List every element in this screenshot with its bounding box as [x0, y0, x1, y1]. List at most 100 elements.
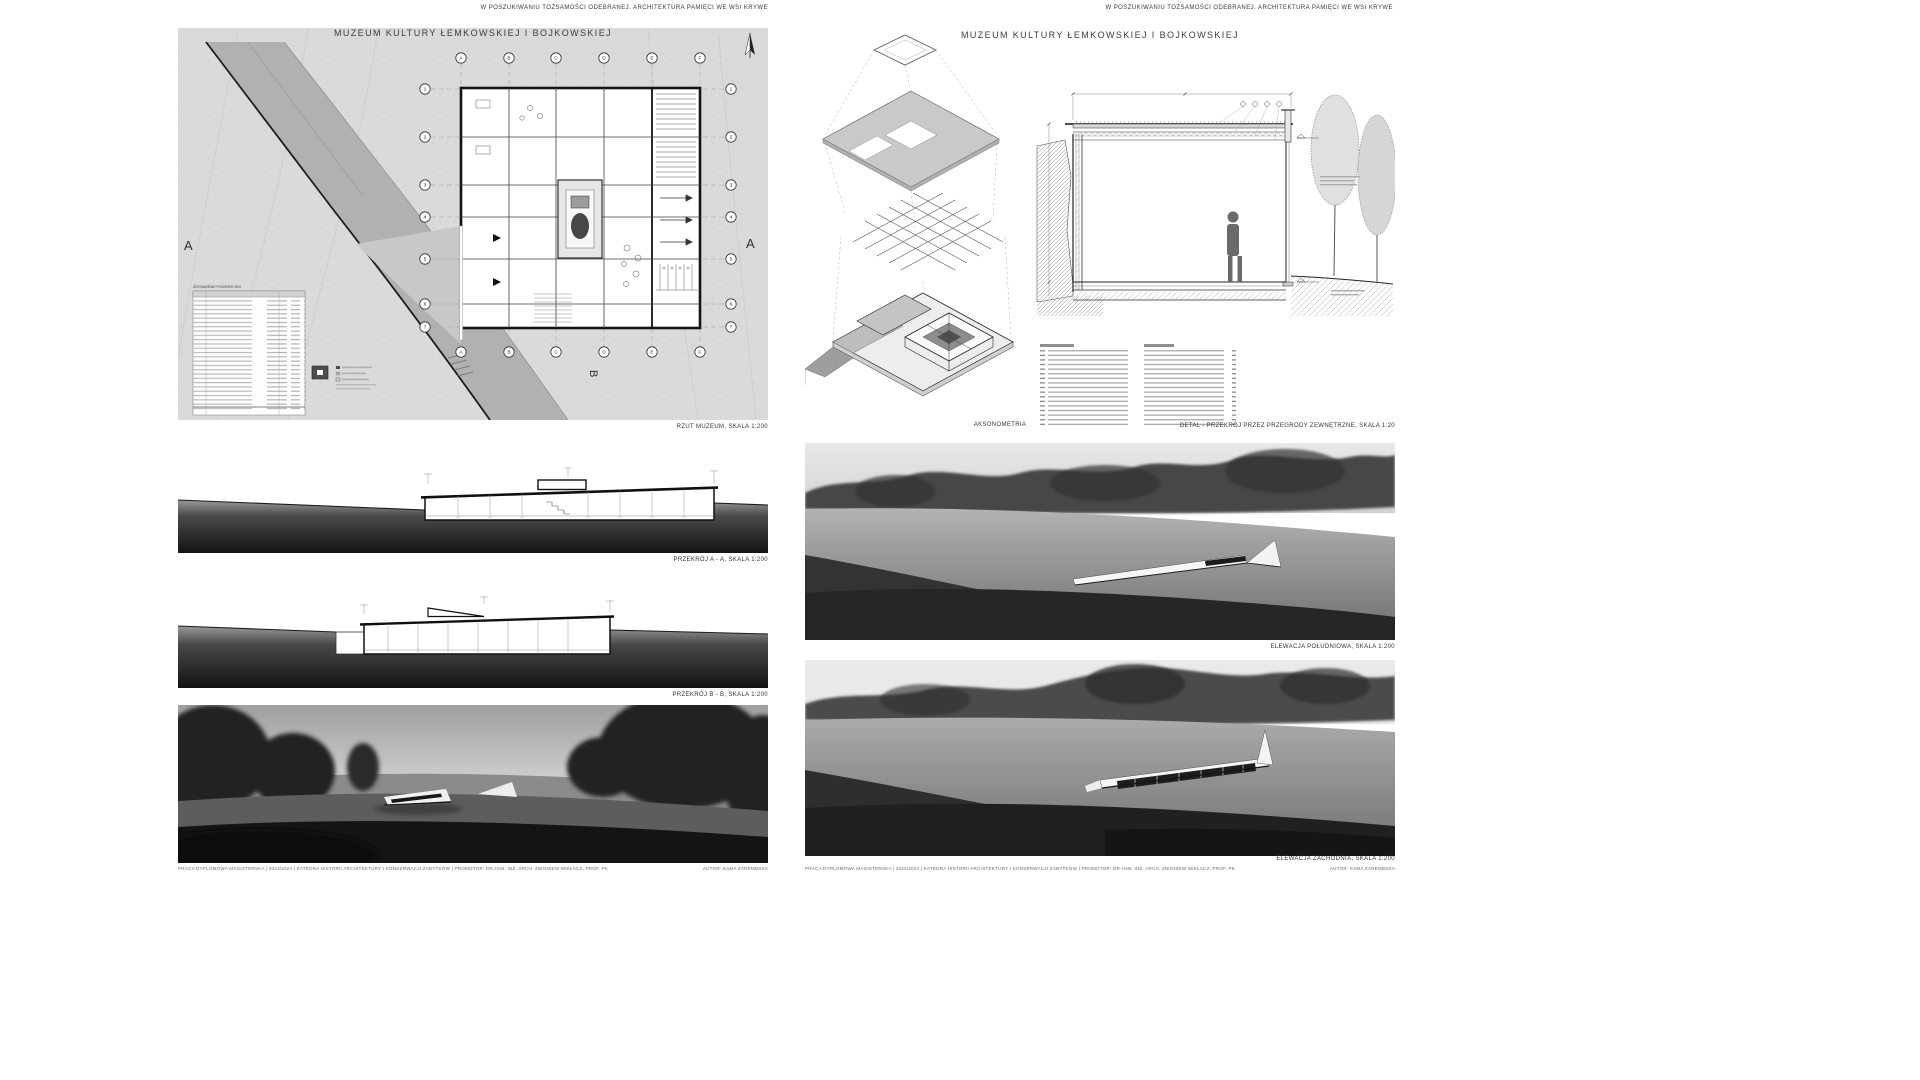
left-board-title: MUZEUM KULTURY ŁEMKOWSKIEJ I BOJKOWSKIEJ — [333, 28, 613, 38]
footer-project-info: PRACA DYPLOMOWA MAGISTERSKA | 2023/2024 … — [805, 866, 1236, 871]
svg-text:F: F — [699, 350, 702, 356]
trees — [1310, 94, 1395, 282]
building-render — [1085, 729, 1274, 792]
elevation-west-render — [805, 660, 1395, 856]
flow-arrows — [660, 194, 693, 246]
svg-text:2: 2 — [424, 135, 427, 141]
svg-text:E: E — [650, 56, 653, 62]
detail-legend — [1040, 344, 1236, 426]
left-board-footer: PRACA DYPLOMOWA MAGISTERSKA | 2023/2024 … — [178, 866, 768, 871]
axo-skylight — [873, 34, 937, 66]
tree-line — [805, 449, 1395, 514]
right-board-title: MUZEUM KULTURY ŁEMKOWSKIEJ I BOJKOWSKIEJ — [960, 30, 1240, 40]
axonometric-diagram — [805, 34, 1014, 397]
entrance-arrow — [493, 278, 501, 286]
svg-text:B: B — [507, 350, 510, 356]
building-floor-plan — [459, 86, 702, 341]
detail-caption: DETAL - PRZEKRÓJ PRZEZ PRZEGRODY ZEWNĘTR… — [1179, 423, 1395, 429]
ground-mass — [178, 500, 768, 553]
auditorium-seating-rows — [656, 93, 696, 178]
axo-roof-plane — [822, 90, 1000, 192]
svg-text:B: B — [507, 56, 510, 62]
section-marker-a-left: A — [184, 238, 193, 253]
projection-lines — [824, 49, 1012, 339]
building-section — [335, 607, 615, 655]
section-aa-caption: PRZEKRÓJ A - A, SKALA 1:200 — [673, 557, 768, 563]
elevation-south-caption: ELEWACJA POŁUDNIOWA, SKALA 1:200 — [1270, 644, 1395, 650]
entrance-arrow — [493, 234, 501, 242]
building-section — [420, 479, 719, 521]
plan-legend — [311, 365, 376, 390]
svg-text:3: 3 — [730, 183, 733, 189]
detail-section-drawing — [1036, 92, 1395, 316]
exterior-ground — [1290, 275, 1394, 316]
wall-assembly — [1072, 134, 1083, 292]
right-board-header: W POSZUKIWANIU TOŻSAMOŚCI ODEBRANEJ. ARC… — [1105, 5, 1393, 11]
furniture-marks — [475, 99, 642, 287]
dimension-ticks — [424, 467, 718, 484]
foreground — [805, 588, 1395, 640]
tree-line — [805, 664, 1395, 725]
right-board-footer: PRACA DYPLOMOWA MAGISTERSKA | 2023/2024 … — [805, 866, 1395, 871]
building-render — [374, 782, 517, 815]
section-bb-drawing — [178, 596, 768, 688]
north-arrow-icon — [744, 32, 755, 58]
elevation-west-caption: ELEWACJA ZACHODNIA, SKALA 1:200 — [1276, 856, 1395, 862]
svg-text:7: 7 — [424, 325, 427, 331]
svg-text:E: E — [650, 350, 653, 356]
axonometry-caption: AKSONOMETRIA — [973, 422, 1027, 428]
dimension-ticks — [360, 596, 614, 614]
plan-caption: RZUT MUZEUM, SKALA 1:200 — [676, 424, 768, 430]
svg-text:D: D — [602, 56, 606, 62]
svg-text:5: 5 — [730, 257, 733, 263]
svg-text:4: 4 — [730, 215, 733, 221]
axo-cutaway — [805, 292, 1014, 397]
level-markers — [1296, 133, 1319, 283]
svg-text:7: 7 — [730, 325, 733, 331]
svg-text:ZESTAWIENIE POWIERZCHNI: ZESTAWIENIE POWIERZCHNI — [193, 285, 241, 289]
central-exhibit-court — [557, 179, 603, 259]
stair-run — [534, 293, 572, 323]
callout-bubbles — [1214, 101, 1282, 141]
svg-text:C: C — [554, 56, 558, 62]
svg-text:D: D — [602, 350, 606, 356]
section-aa-drawing — [178, 467, 768, 553]
ground-hatch-bottom — [1037, 296, 1103, 316]
svg-text:3: 3 — [424, 183, 427, 189]
site-plan-drawing: A B C D E F A B C D E F 1 2 3 4 5 6 7 1 … — [178, 28, 768, 420]
section-bb-caption: PRZEKRÓJ B - B, SKALA 1:200 — [672, 692, 768, 698]
dimension-lines — [1047, 92, 1293, 296]
svg-text:1: 1 — [730, 87, 733, 93]
glazing-and-parapet — [1281, 109, 1295, 287]
ground-hatch-left — [1036, 139, 1074, 303]
elevation-south-render — [805, 443, 1395, 640]
svg-text:4: 4 — [424, 215, 427, 221]
wc-cells — [656, 264, 700, 291]
svg-text:6: 6 — [424, 302, 427, 308]
svg-text:A: A — [459, 350, 463, 356]
annotation-text-lines — [1320, 176, 1365, 296]
left-board-header: W POSZUKIWANIU TOŻSAMOŚCI ODEBRANEJ. ARC… — [480, 5, 768, 11]
footer-author: AUTOR: KAMA ZAREMBSKA — [702, 866, 768, 871]
svg-text:5: 5 — [424, 257, 427, 263]
svg-text:C: C — [554, 350, 558, 356]
section-marker-a-right: A — [746, 236, 755, 251]
footer-author: AUTOR: KAMA ZAREMBSKA — [1329, 866, 1395, 871]
building-render — [1072, 539, 1282, 586]
ground-mass — [178, 626, 768, 688]
svg-text:6: 6 — [730, 302, 733, 308]
svg-text:2: 2 — [730, 135, 733, 141]
visualization-render — [178, 705, 768, 863]
section-marker-b: B — [587, 370, 599, 377]
svg-text:1: 1 — [424, 87, 427, 93]
floor-assembly — [1073, 281, 1286, 301]
axo-beam-grid — [852, 192, 1004, 271]
svg-text:F: F — [699, 56, 702, 62]
grid-bubbles: A B C D E F A B C D E F 1 2 3 4 5 6 7 1 … — [419, 52, 737, 358]
roof-assembly — [1065, 120, 1293, 141]
area-table: ZESTAWIENIE POWIERZCHNI — [192, 285, 306, 416]
trees — [178, 705, 768, 835]
svg-text:A: A — [459, 56, 463, 62]
footer-project-info: PRACA DYPLOMOWA MAGISTERSKA | 2023/2024 … — [178, 866, 609, 871]
